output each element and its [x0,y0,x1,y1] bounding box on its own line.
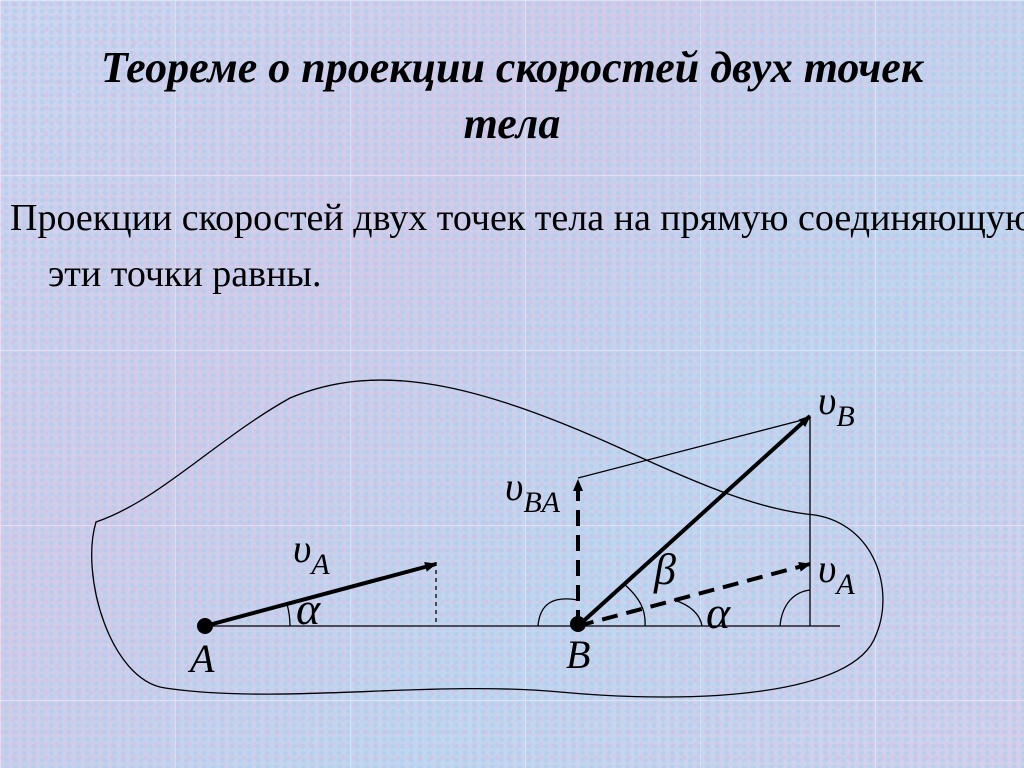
point-b-dot [570,616,586,632]
label-vba: υBA [505,464,561,519]
point-a-dot [197,618,213,634]
label-point-b: B [566,632,590,677]
angle-arc-b-alpha [673,599,703,627]
body-outline [91,379,884,698]
angle-arc-b-vertical [537,598,579,627]
label-vb-symbol: υ [818,378,836,423]
label-va: υA [293,526,330,581]
label-vba-symbol: υ [505,464,523,509]
construction-line-top [577,417,811,479]
vector-va-copy [577,562,811,628]
label-angle-beta: β [653,545,676,594]
label-va-copy-subscript: A [834,568,855,601]
theorem-statement: Проекции скоростей двух точек тела на пр… [10,197,1024,295]
label-point-a: A [187,636,215,681]
label-angle-alpha-a: α [296,583,321,634]
angle-arc-a [286,603,291,627]
vector-va [204,562,437,628]
label-va-symbol: υ [293,526,311,571]
vector-vb [576,414,812,628]
label-vba-subscript: BA [523,486,560,519]
label-va-copy-symbol: υ [818,546,836,591]
label-vb: υB [818,378,855,433]
label-angle-alpha-b: α [706,587,731,638]
label-va-copy: υA [818,546,855,601]
angle-arc-b-beta [623,583,646,627]
slide-title: Теореме о проекции скоростей двух точек … [100,43,924,148]
label-va-subscript: A [309,548,330,581]
label-vb-subscript: B [836,400,854,433]
angle-arc-right [779,589,811,627]
